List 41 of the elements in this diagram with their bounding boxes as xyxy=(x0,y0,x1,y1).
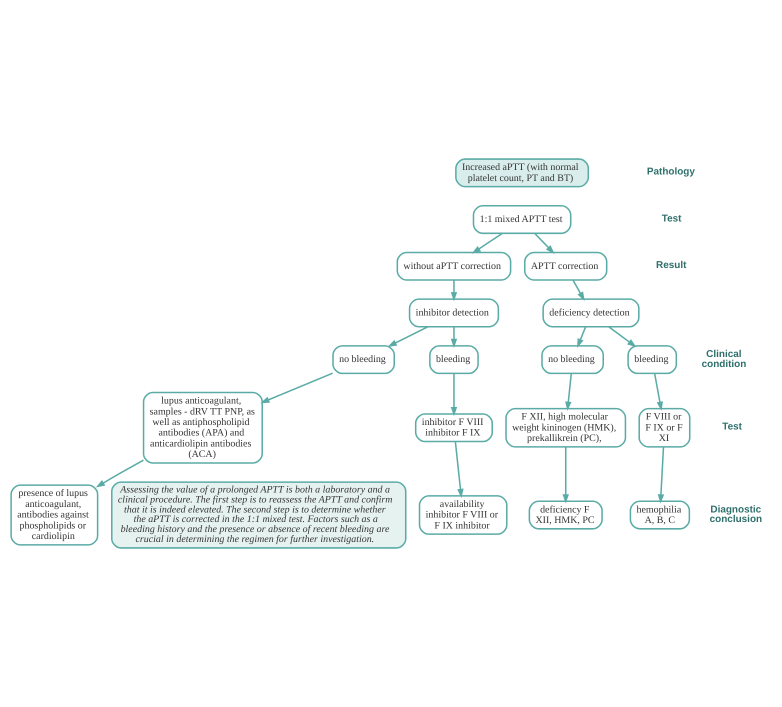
node-box: no bleeding xyxy=(332,345,396,374)
node-box: hemophilia A, B, C xyxy=(630,500,690,530)
arrow xyxy=(608,326,636,348)
arrow xyxy=(450,280,458,302)
arrow xyxy=(562,446,569,504)
arrow xyxy=(96,460,144,488)
arrow xyxy=(388,326,428,347)
arrow xyxy=(260,372,333,404)
node-box: F XII, high molecular weight kininogen (HMK), prekallikrein (PC), xyxy=(505,408,626,448)
arrow xyxy=(654,373,664,411)
node-box: Assessing the value of a prolonged APTT is both a laboratory and a clinical procedure. The first step is to reassess the APTT and confirm that it is indeed elevated. The second step is to determine whether the aPTT is corrected in the 1:1 mixed test. Factors such as a bleeding history and the presence or absence of recent bleeding are crucial in determining the regimen for further investigation. xyxy=(111,481,406,549)
arrow xyxy=(658,446,664,504)
node-box: Increased aPTT (with normal platelet count, PT and BT) xyxy=(455,158,590,188)
arrow xyxy=(472,232,503,254)
arrow xyxy=(572,280,585,301)
arrow xyxy=(577,326,586,348)
arrow xyxy=(450,326,458,348)
node-box: without aPTT correction xyxy=(396,252,512,281)
label: Test xyxy=(662,213,682,224)
node-box: deficiency F XII, HMK, PC xyxy=(528,500,603,530)
node-box: lupus anticoagulant, samples - dRV TT PNP, as well as antiphospholipid antibodies (APA) and anticardiolipin antibodies (ACA) xyxy=(142,392,263,464)
arrow xyxy=(454,441,464,498)
arrow xyxy=(534,232,555,254)
node-box: inhibitor detection xyxy=(408,298,500,328)
node-box: bleeding xyxy=(627,345,678,374)
node-box: 1:1 mixed APTT test xyxy=(472,205,572,234)
label: Diagnostic conclusion xyxy=(710,504,762,526)
label: Clinical condition xyxy=(702,348,746,370)
node-box: deficiency detection xyxy=(542,298,640,328)
arrow xyxy=(450,374,458,416)
node-box: APTT correction xyxy=(524,252,608,281)
arrow xyxy=(565,373,572,411)
node-box: presence of lupus anticoagulant, antibodies against phospholipids or cardiolipin xyxy=(10,484,98,546)
node-box: bleeding xyxy=(429,345,479,374)
label: Test xyxy=(722,422,742,433)
node-box: availability inhibitor F VIII or F IX inhibitor xyxy=(418,495,508,535)
label: Pathology xyxy=(646,166,695,178)
node-box: inhibitor F VIII inhibitor F IX xyxy=(414,413,493,442)
node-box: no bleeding xyxy=(541,345,604,374)
node-box: F VIII or F IX or F XI xyxy=(638,408,690,448)
label: Result xyxy=(656,260,686,272)
